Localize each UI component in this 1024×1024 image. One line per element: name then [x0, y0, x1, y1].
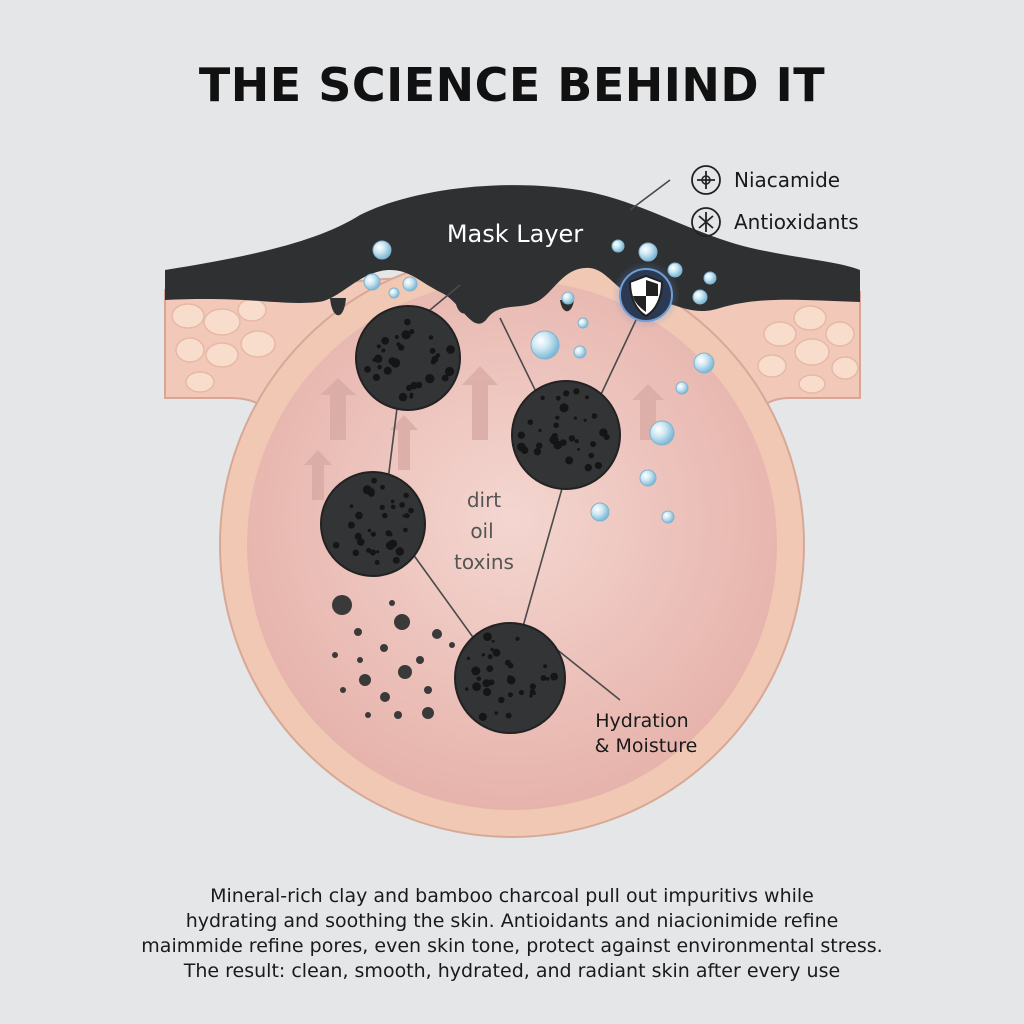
- impurity-label-oil: oil: [470, 519, 493, 543]
- niacinamide-icon: [691, 165, 721, 195]
- hydration-bubble: [530, 330, 560, 360]
- legend-item-antioxidants: Antioxidants: [691, 207, 859, 237]
- charcoal-particle: [454, 622, 566, 734]
- caption-line-2: hydrating and soothing the skin. Antioid…: [185, 910, 839, 932]
- impurity-dot: [365, 712, 371, 718]
- legend-label-antioxidants: Antioxidants: [734, 210, 859, 234]
- charcoal-particle: [355, 305, 461, 411]
- legend-label-niacinamide: Niacamide: [734, 168, 840, 192]
- impurity-particles: [332, 595, 455, 719]
- protection-shield-icon: [612, 261, 680, 329]
- impurity-dot: [432, 629, 442, 639]
- hydration-bubble: [611, 239, 625, 253]
- impurity-dot: [398, 665, 412, 679]
- charcoal-particles: [320, 305, 621, 734]
- impurity-label-toxins: toxins: [454, 550, 514, 574]
- page-title: THE SCIENCE BEHIND IT: [198, 58, 826, 112]
- impurity-dot: [389, 600, 395, 606]
- mask-layer: [165, 185, 860, 324]
- impurity-dot: [422, 707, 434, 719]
- impurity-dot: [449, 642, 455, 648]
- hydration-bubble: [363, 273, 381, 291]
- antioxidant-icon: [691, 207, 721, 237]
- fat-cells: [171, 298, 859, 394]
- impurity-dot: [332, 652, 338, 658]
- charcoal-particle: [511, 380, 621, 490]
- hydration-bubble: [638, 242, 658, 262]
- hydration-bubble: [573, 345, 587, 359]
- hydration-bubble: [639, 469, 657, 487]
- hydration-bubble: [372, 240, 392, 260]
- hydration-bubble: [388, 287, 400, 299]
- impurity-dot: [394, 711, 402, 719]
- impurity-dot: [332, 595, 352, 615]
- hydration-bubble: [577, 317, 589, 329]
- hydration-bubble: [693, 352, 715, 374]
- hydration-bubble: [590, 502, 610, 522]
- hydration-bubble: [561, 291, 575, 305]
- hydration-label-line2: & Moisture: [595, 735, 698, 757]
- upward-arrows: [304, 366, 664, 500]
- hydration-bubble: [661, 510, 675, 524]
- hydration-bubble: [703, 271, 717, 285]
- impurity-dot: [416, 656, 424, 664]
- impurity-label-dirt: dirt: [467, 488, 501, 512]
- impurity-dot: [394, 614, 410, 630]
- impurity-dot: [380, 644, 388, 652]
- hydration-bubble: [649, 420, 675, 446]
- hydration-bubble: [692, 289, 708, 305]
- impurity-dot: [380, 692, 390, 702]
- charcoal-particle: [320, 471, 426, 577]
- legend-item-niacinamide: Niacamide: [691, 165, 840, 195]
- hydration-label-line1: Hydration: [595, 710, 688, 732]
- caption-line-3: maimmide refine pores, even skin tone, p…: [141, 935, 883, 957]
- caption-line-1: Mineral-rich clay and bamboo charcoal pu…: [210, 885, 814, 907]
- description-caption: Mineral-rich clay and bamboo charcoal pu…: [100, 884, 924, 984]
- hydration-bubble: [402, 276, 418, 292]
- caption-line-4: The result: clean, smooth, hydrated, and…: [183, 960, 841, 982]
- impurity-dot: [340, 687, 346, 693]
- impurity-dot: [354, 628, 362, 636]
- hydration-bubble: [675, 381, 689, 395]
- impurity-dot: [424, 686, 432, 694]
- impurity-dot: [357, 657, 363, 663]
- mask-layer-label: Mask Layer: [447, 220, 583, 248]
- impurity-dot: [359, 674, 371, 686]
